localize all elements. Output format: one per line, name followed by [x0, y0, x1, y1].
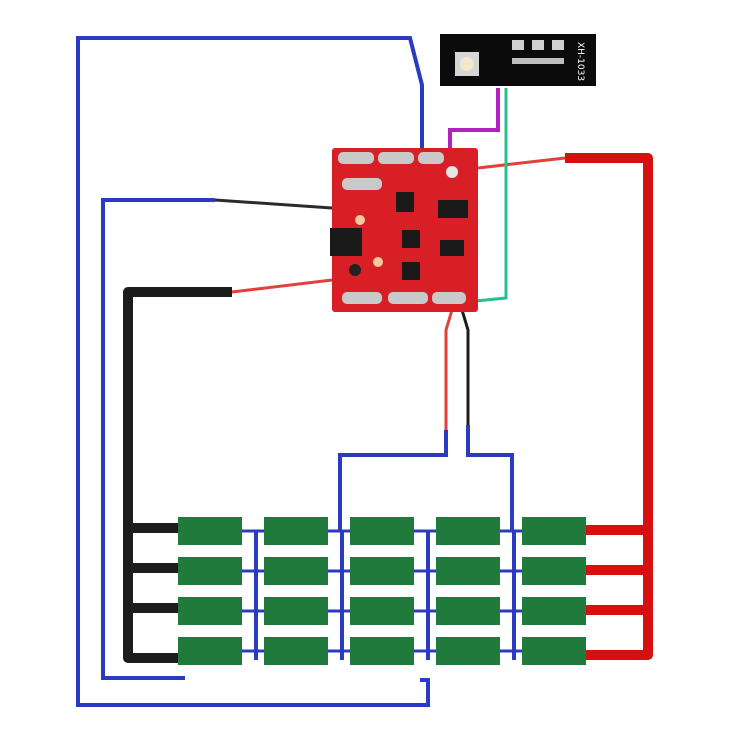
- battery-cell: [178, 637, 242, 665]
- black-wire-negative: [123, 287, 232, 663]
- purple-wire: [448, 88, 500, 158]
- battery-cell: [350, 637, 414, 665]
- battery-cell: [436, 637, 500, 665]
- battery-cell: [522, 637, 586, 665]
- balance-wire-blue-right: [466, 425, 514, 530]
- balance-wire-red: [444, 309, 454, 430]
- battery-cell: [522, 597, 586, 625]
- battery-cell: [436, 517, 500, 545]
- bms-board: [330, 148, 478, 312]
- indicator-module: XH-1033: [440, 34, 596, 86]
- battery-cell: [178, 557, 242, 585]
- battery-cell: [178, 597, 242, 625]
- battery-cell: [436, 597, 500, 625]
- red-wire-positive: [565, 153, 653, 660]
- balance-wire-black: [460, 309, 470, 425]
- wire-red-thin-left: [231, 278, 333, 294]
- wire-red-thin-right: [477, 156, 566, 170]
- battery-cell: [264, 557, 328, 585]
- balance-wire-blue-left: [338, 430, 448, 530]
- battery-cell: [264, 517, 328, 545]
- battery-cell: [350, 557, 414, 585]
- battery-cell: [522, 557, 586, 585]
- battery-cell: [436, 557, 500, 585]
- battery-cell-grid: [178, 517, 586, 665]
- green-wire: [464, 88, 508, 304]
- battery-cell: [522, 517, 586, 545]
- wire-gray-segment: [214, 198, 333, 210]
- battery-cell: [350, 597, 414, 625]
- battery-cell: [350, 517, 414, 545]
- battery-cell: [264, 637, 328, 665]
- battery-cell: [264, 597, 328, 625]
- battery-cell: [178, 517, 242, 545]
- blue-wire-inner: [101, 198, 215, 680]
- module-label: XH-1033: [575, 42, 585, 81]
- blue-wire-outer: [76, 36, 430, 707]
